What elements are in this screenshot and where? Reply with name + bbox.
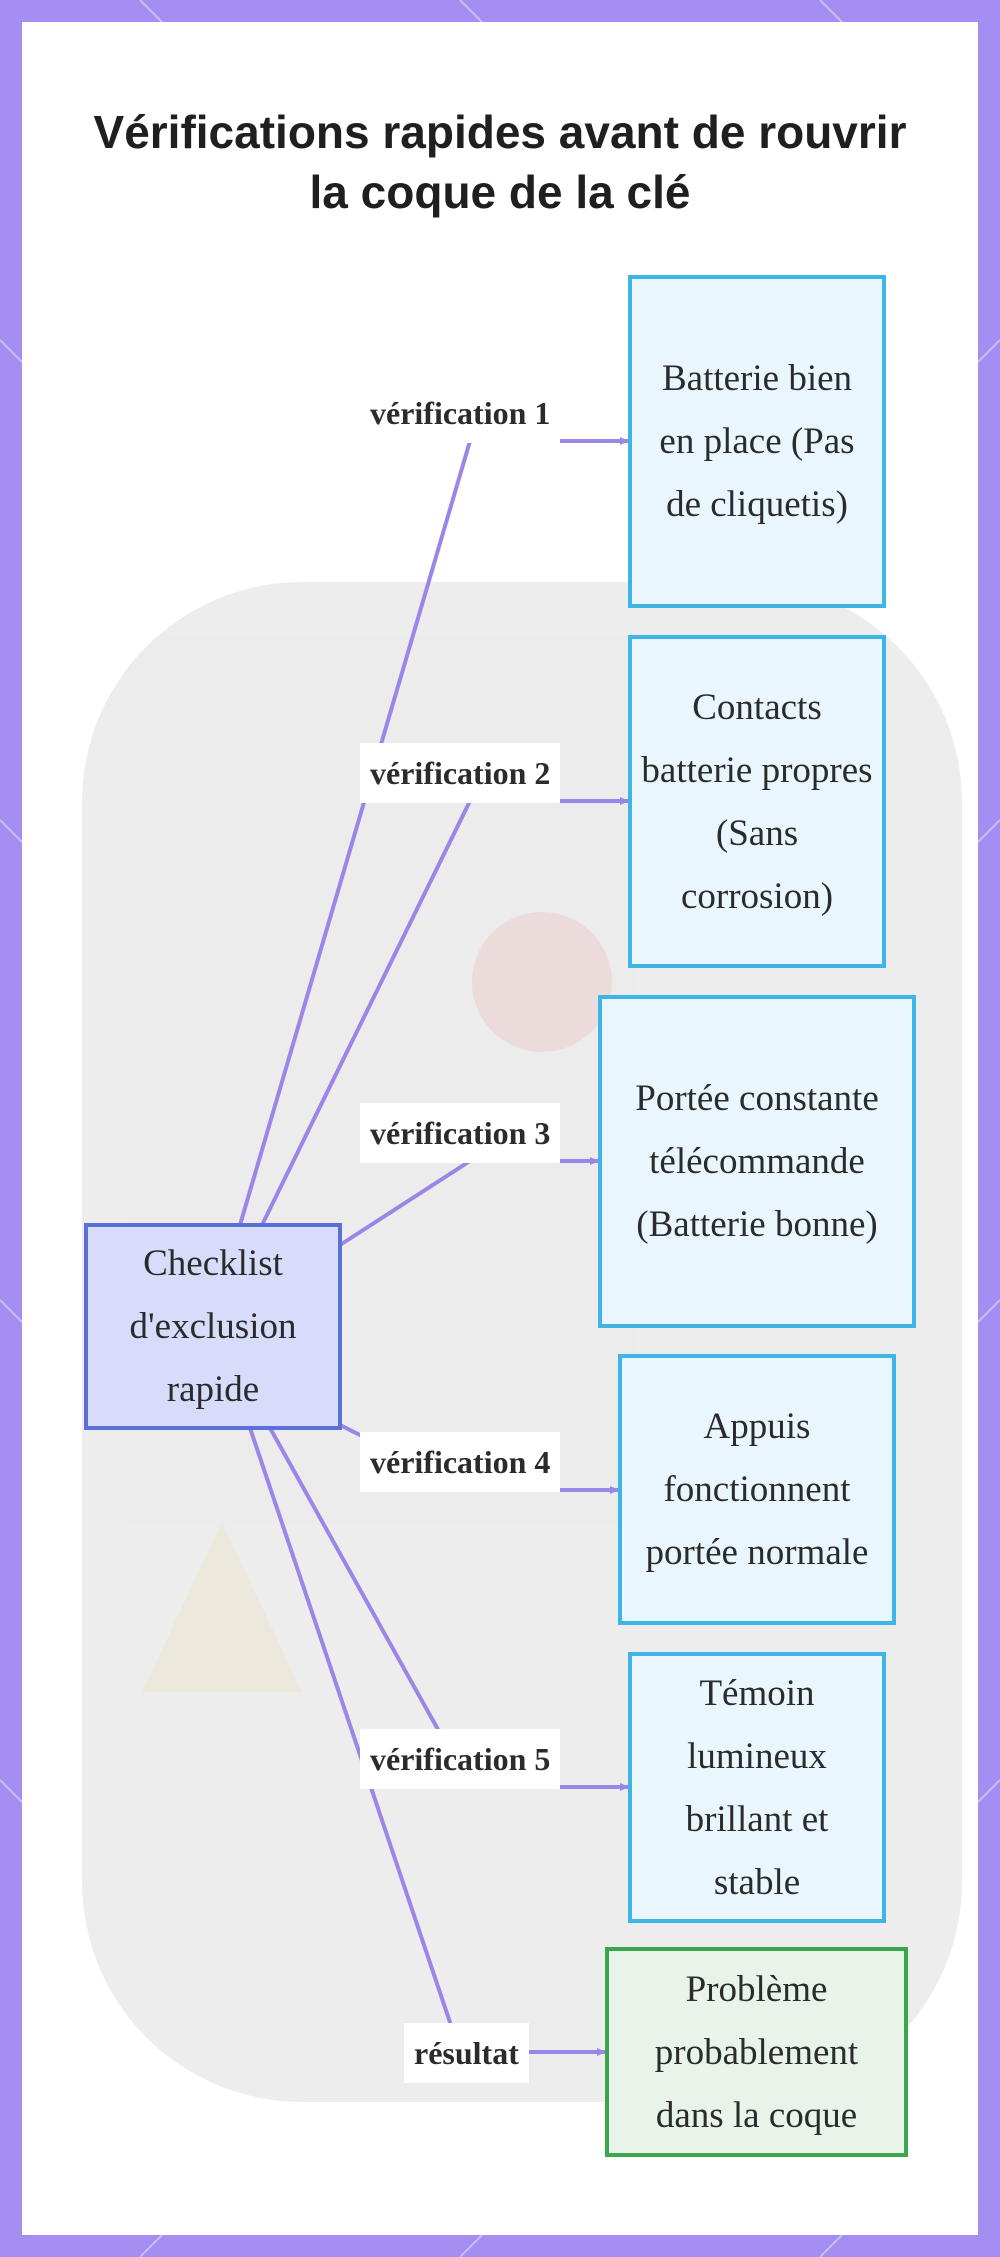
- page-title: Vérifications rapides avant de rouvrir l…: [93, 106, 907, 218]
- result-node-label: Problème probablement dans la coque: [654, 1968, 859, 2136]
- check-node-label: Témoin lumineux brillant et stable: [685, 1672, 829, 1903]
- check-node-label: Appuis fonctionnent portée normale: [645, 1406, 869, 1573]
- edge-label-check-2: vérification 2: [360, 743, 561, 803]
- check-node-3: Portée constante télécommande (Batterie …: [598, 995, 916, 1328]
- root-node: Checklist d'exclusion rapide: [84, 1223, 342, 1430]
- check-node-label: Batterie bien en place (Pas de cliquetis…: [659, 358, 855, 525]
- check-node-2: Contacts batterie propres (Sans corrosio…: [628, 635, 886, 968]
- edge-label-check-5: vérification 5: [360, 1729, 561, 1789]
- edge-label-check-4: vérification 4: [360, 1432, 561, 1492]
- root-node-label: Checklist d'exclusion rapide: [129, 1243, 297, 1410]
- check-node-5: Témoin lumineux brillant et stable: [628, 1652, 886, 1923]
- check-node-label: Portée constante télécommande (Batterie …: [635, 1078, 879, 1245]
- edge-label-check-3: vérification 3: [360, 1103, 561, 1163]
- check-node-4: Appuis fonctionnent portée normale: [618, 1354, 896, 1625]
- edge-check-3: [338, 1157, 599, 1247]
- check-node-1: Batterie bien en place (Pas de cliquetis…: [628, 275, 886, 608]
- edge-label-result: résultat: [404, 2023, 529, 2083]
- result-node: Problème probablement dans la coque: [605, 1947, 908, 2157]
- edge-label-check-1: vérification 1: [360, 383, 561, 443]
- check-node-label: Contacts batterie propres (Sans corrosio…: [641, 686, 873, 917]
